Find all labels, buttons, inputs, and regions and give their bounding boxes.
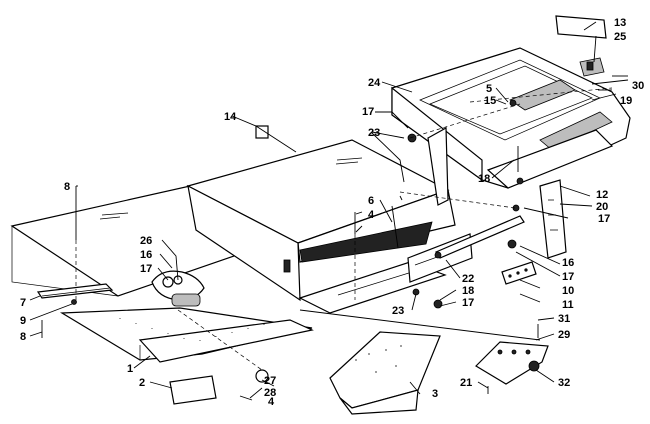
mud-flap (555, 15, 607, 77)
callout-8: 8 (64, 181, 70, 193)
callout-labels: 1 2 3 4 4 5 6 7 8 8 9 10 11 12 13 14 15 … (20, 17, 644, 408)
callout-27: 27 (264, 375, 276, 387)
callout-16: 16 (140, 249, 152, 261)
callout-8: 8 (20, 331, 26, 343)
callout-26: 26 (140, 235, 152, 247)
callout-22: 22 (462, 273, 474, 285)
seat-cover-panel (186, 139, 456, 302)
callout-30: 30 (632, 80, 644, 92)
callout-25: 25 (614, 31, 626, 43)
cross-tube (434, 215, 525, 259)
floor-panel (59, 307, 314, 363)
callout-32: 32 (558, 377, 570, 389)
mounting-bracket-left (329, 331, 441, 415)
callout-31: 31 (558, 313, 570, 325)
callout-12: 12 (596, 189, 608, 201)
callout-28: 28 (264, 387, 276, 399)
callout-23: 23 (368, 127, 380, 139)
callout-19: 19 (620, 95, 632, 107)
side-frame (427, 126, 567, 259)
fasteners (41, 75, 628, 401)
callout-18: 18 (462, 285, 474, 297)
callout-29: 29 (558, 329, 570, 341)
callout-13: 13 (614, 17, 626, 29)
callout-17: 17 (462, 297, 474, 309)
callout-21: 21 (460, 377, 472, 389)
hinge-assembly (151, 270, 205, 307)
callout-11: 11 (562, 299, 574, 311)
callout-16: 16 (562, 257, 574, 269)
callout-7: 7 (20, 297, 26, 309)
callout-20: 20 (596, 201, 608, 213)
callout-4: 4 (368, 209, 375, 221)
callout-17: 17 (140, 263, 152, 275)
leader-lines (29, 21, 629, 399)
callout-17: 17 (362, 106, 374, 118)
callout-18: 18 (478, 173, 490, 185)
callout-17: 17 (598, 213, 610, 225)
callout-14: 14 (224, 111, 237, 123)
callout-17: 17 (562, 271, 574, 283)
assembly-lines (75, 87, 613, 371)
callout-1: 1 (127, 363, 133, 375)
callout-3: 3 (432, 388, 438, 400)
callout-4: 4 (268, 396, 275, 408)
callout-15: 15 (484, 95, 496, 107)
callout-24: 24 (368, 77, 381, 89)
callout-6: 6 (368, 195, 374, 207)
reflector (501, 261, 537, 285)
callout-2: 2 (139, 377, 145, 389)
callout-23: 23 (392, 305, 404, 317)
callout-5: 5 (486, 83, 492, 95)
mounting-bracket-right (475, 341, 549, 385)
callout-10: 10 (562, 285, 574, 297)
left-bracket-bar (36, 283, 114, 299)
callout-9: 9 (20, 315, 26, 327)
license-plate (169, 375, 217, 405)
